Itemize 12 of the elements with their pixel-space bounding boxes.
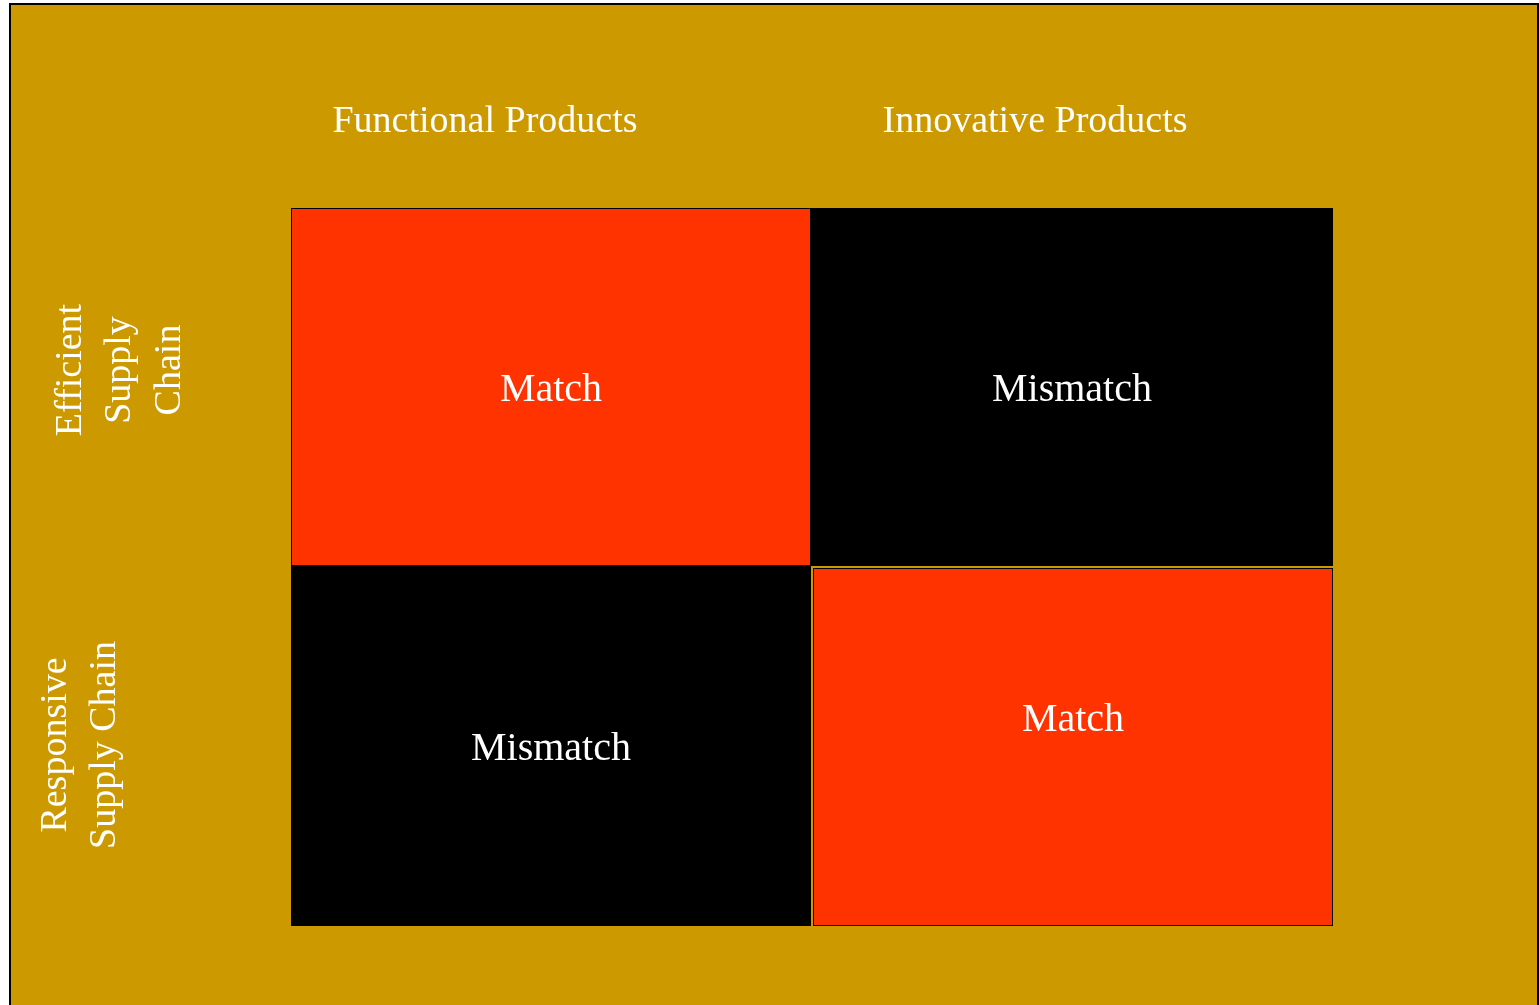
matrix-cell	[291, 208, 811, 566]
row-header: Responsive Supply Chain	[30, 640, 124, 851]
matrix-cell	[813, 568, 1333, 926]
cell-label: Mismatch	[471, 722, 631, 770]
column-header: Innovative Products	[882, 97, 1188, 143]
cell-label: Match	[499, 363, 603, 411]
matrix-cell	[811, 208, 1333, 566]
matrix-cell	[291, 566, 811, 926]
cell-label: Mismatch	[992, 363, 1152, 411]
row-header: Efficient Supply Chain	[45, 302, 189, 439]
cell-label: Match	[1021, 693, 1125, 741]
column-header: Functional Products	[332, 97, 638, 143]
